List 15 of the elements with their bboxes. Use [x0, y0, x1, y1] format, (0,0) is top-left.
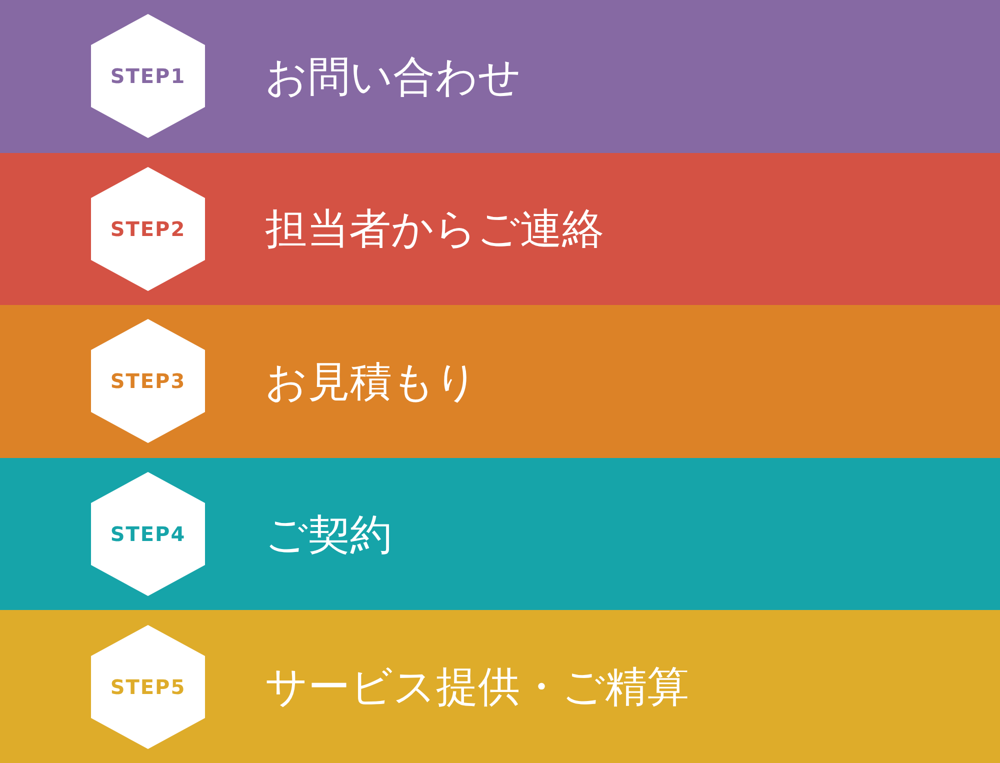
step-band: [0, 152, 1000, 306]
step-hexagon: STEP3: [91, 319, 205, 444]
step-band: [0, 305, 1000, 459]
step-hexagon: STEP2: [91, 166, 205, 291]
step-band: [0, 458, 1000, 612]
step-band: [0, 610, 1000, 763]
step-hexagon: STEP4: [91, 472, 205, 596]
step-title: サービス提供・ご精算: [265, 664, 689, 710]
step-hexagon: STEP1: [91, 14, 205, 138]
step-band: [0, 0, 1000, 154]
step-hexagon: STEP5: [91, 624, 205, 749]
step-title: ご契約: [265, 512, 392, 558]
step-title: お見積もり: [265, 358, 478, 406]
step-title: お問い合わせ: [265, 54, 521, 100]
step-title: 担当者からご連絡: [265, 206, 604, 252]
